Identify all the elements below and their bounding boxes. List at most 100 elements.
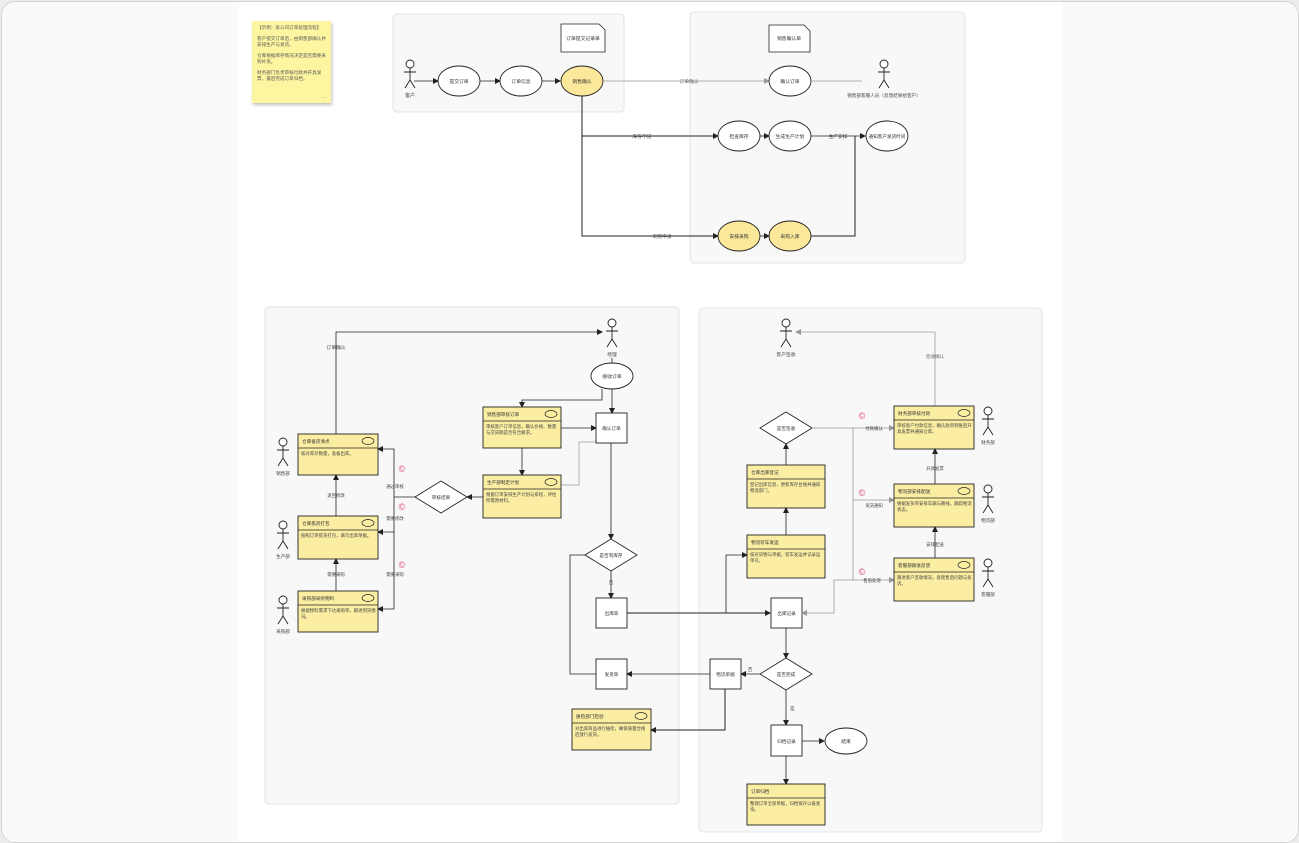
actor-customer-sign[interactable]: 客户签收	[776, 318, 796, 358]
square-logistics-doc[interactable]: 物流单据	[709, 658, 742, 690]
node-label: 采购入库	[780, 233, 799, 240]
actor-logistics[interactable]: 物流部	[981, 484, 995, 524]
edge-label: 否	[748, 667, 753, 673]
diamond-shape	[414, 480, 468, 514]
box-qc[interactable]: 质检部门检验 对出库商品进行抽检，确保质量合格后放行发货。	[571, 708, 652, 751]
actor-label: 客户签收	[776, 351, 795, 358]
actor-body	[780, 327, 792, 348]
actor-head	[607, 318, 617, 328]
actor-label: 客服部	[981, 591, 995, 598]
edge-label: 采购申请	[652, 233, 671, 240]
square-label: 物流单据	[716, 671, 735, 678]
square-frame	[770, 724, 803, 757]
box-outbound-register[interactable]: 仓库出库登记 登记出库信息，更新库存台账并通知物流部门。	[746, 464, 826, 509]
box-body: 按照订单拣货打包，填写出库单据。	[301, 533, 372, 538]
actor-sales-service[interactable]: 销售部客服人员（反馈结果给客户）	[847, 59, 921, 99]
box-purchase[interactable]: 采购部采购物料 根据物料需求下达采购单，跟进到货情况。	[297, 590, 379, 633]
actor-label: 物流部	[981, 517, 995, 524]
left-region	[264, 306, 680, 805]
box-frame	[297, 590, 379, 633]
actor-head	[983, 558, 993, 568]
node-sales-confirm[interactable]: 销售确认	[560, 65, 604, 97]
node-order-info[interactable]: 订单信息	[499, 65, 543, 97]
actor-label: 采购部	[276, 628, 290, 635]
connector	[335, 329, 603, 435]
box-body: 对出库商品进行抽检，确保质量合格后放行发货。	[575, 726, 646, 737]
sticky-note[interactable]: 【示例：某公司订单处理流程】 客户提交订单后，由销售部确认并安排生产与发货。 仓…	[252, 21, 331, 103]
box-body: 审核客户付款信息，确认款项到账后开具发票并通知仓库。	[897, 423, 972, 434]
edge-label: 签收确认	[926, 353, 945, 360]
actor-sales-dept[interactable]: 销售部	[276, 437, 290, 477]
connector	[377, 446, 415, 498]
square-label: 出库单	[605, 610, 619, 617]
edge-label: 安排配送	[926, 541, 944, 548]
edge-label: 需要修改	[386, 515, 404, 522]
box-title: 仓库出库登记	[751, 469, 779, 476]
edge-label: 需要采购	[327, 571, 345, 578]
box-dispatch[interactable]: 物流装车发运 核对货物与单据，装车发运并记录运单号。	[746, 534, 826, 579]
diamond-label: 是否完成	[777, 671, 796, 678]
node-receive-order[interactable]: 接收订单	[590, 362, 634, 390]
square-confirm-order[interactable]: 确认订单	[595, 412, 628, 444]
connector	[795, 329, 936, 407]
box-customer-service[interactable]: 客服部跟进反馈 跟进客户签收情况，处理售后问题与投诉。	[893, 557, 975, 602]
node-check-stock[interactable]: 检查库存	[717, 120, 761, 152]
mark-icon: ©	[859, 567, 866, 577]
node-label: 接收订单	[602, 373, 621, 380]
box-frame	[297, 515, 379, 560]
square-label: 出库记录	[777, 610, 796, 617]
mark-icon: ©	[399, 560, 406, 570]
node-label: 确认订单	[780, 78, 799, 85]
box-badge	[544, 410, 558, 418]
box-production-plan[interactable]: 生产部制定计划 根据订单安排生产计划与排程，评估所需原材料。	[482, 474, 562, 519]
box-archive[interactable]: 订单归档 整理订单全部单据，归档保存以备查询。	[746, 783, 826, 826]
actor-customer-service[interactable]: 客服部	[981, 558, 995, 598]
box-body: 根据发货单安排车辆与路线，跟踪物流状态。	[897, 501, 972, 512]
box-finance[interactable]: 财务部审核付款 审核客户付款信息，确认款项到账后开具发票并通知仓库。	[893, 405, 975, 450]
node-confirm-order[interactable]: 确认订单	[768, 65, 812, 97]
actor-label: 销售部	[276, 470, 290, 477]
edge-label: 订单确认	[326, 344, 345, 351]
box-sales-review[interactable]: 销售部审核订单 审核客户订单信息，确认价格、数量与交货期是否符合要求。	[482, 406, 562, 449]
actor-head	[405, 59, 415, 69]
actor-body	[606, 327, 618, 348]
node-label: 通知客户发货时间	[869, 133, 906, 140]
box-frame	[482, 406, 562, 449]
box-body: 核对货物与单据，装车发运并记录运单号。	[750, 552, 821, 563]
node-notify-customer[interactable]: 通知客户发货时间	[865, 120, 909, 152]
actor-head	[278, 520, 288, 530]
node-production-plan[interactable]: 生成生产计划	[768, 120, 812, 152]
actor-purchase-dept[interactable]: 采购部	[276, 595, 290, 635]
square-label: 归档记录	[777, 738, 796, 745]
box-title: 订单归档	[751, 788, 770, 795]
mark-icon: ©	[399, 502, 406, 512]
node-arrange-purchase[interactable]: 安排采购	[717, 220, 761, 252]
node-submit-order[interactable]: 提交订单	[437, 65, 481, 97]
actor-customer[interactable]: 客户	[404, 59, 416, 99]
box-logistics[interactable]: 物流部安排配送 根据发货单安排车辆与路线，跟踪物流状态。	[893, 483, 975, 528]
actor-manager[interactable]: 经理	[606, 318, 618, 358]
box-title: 仓库拣货打包	[302, 520, 330, 527]
box-frame	[571, 708, 652, 751]
box-store-check[interactable]: 仓库备货清点 核对库存数量，准备出库。	[297, 433, 379, 476]
actor-production-dept[interactable]: 生产部	[276, 520, 290, 560]
node-end[interactable]: 结束	[824, 727, 868, 755]
document-sales-confirm[interactable]: 销售确认单	[768, 24, 811, 53]
node-label: 提交订单	[449, 78, 468, 85]
box-badge	[957, 487, 971, 495]
square-outbound-record[interactable]: 出库记录	[770, 597, 803, 629]
note-line: 客户提交订单后，由销售部确认并安排生产与发货。	[257, 36, 326, 47]
connector	[650, 689, 726, 733]
square-outbound[interactable]: 出库单	[595, 597, 628, 629]
square-shipping[interactable]: 发货单	[595, 658, 628, 690]
decision-review-result[interactable]: 审核结果	[414, 480, 468, 514]
box-pick-pack[interactable]: 仓库拣货打包 按照订单拣货打包，填写出库单据。	[297, 515, 379, 560]
box-title: 销售部审核订单	[487, 411, 520, 418]
actor-finance[interactable]: 财务部	[981, 406, 995, 446]
square-frame	[709, 658, 742, 690]
node-purchase-stock[interactable]: 采购入库	[768, 220, 812, 252]
document-order-record[interactable]: 订单提交记录单	[560, 23, 606, 53]
square-archive[interactable]: 归档记录	[770, 724, 803, 757]
box-body: 审核客户订单信息，确认价格、数量与交货期是否符合要求。	[486, 424, 557, 435]
